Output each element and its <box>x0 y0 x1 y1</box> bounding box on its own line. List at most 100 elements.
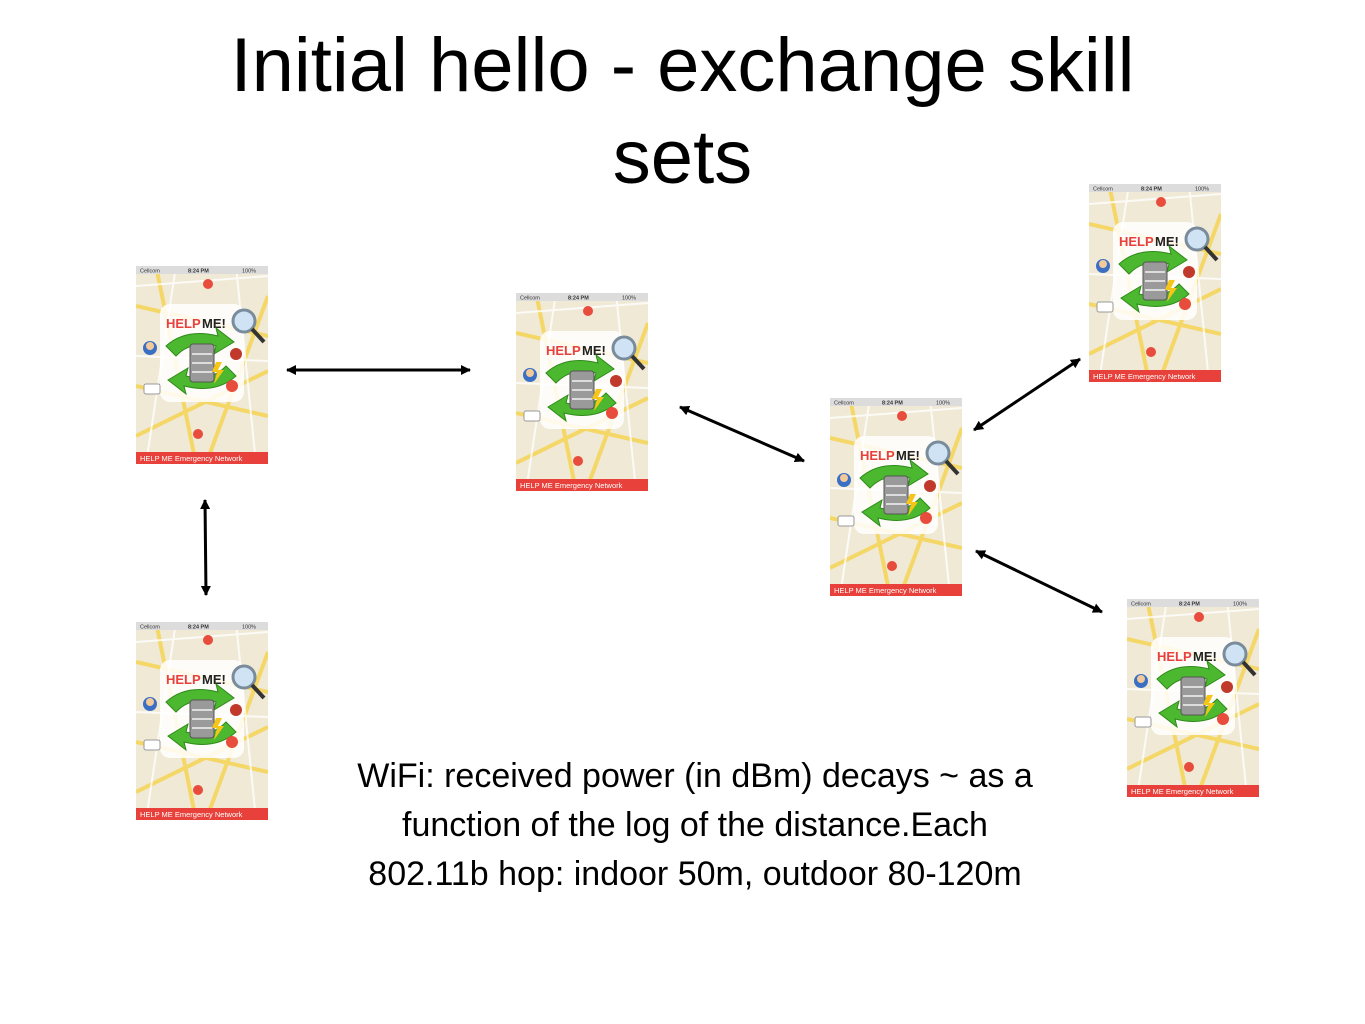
police-icon <box>837 473 851 487</box>
phone-icon <box>1183 266 1195 278</box>
server-icon <box>189 699 224 740</box>
app-screenshot: Cellcom 8:24 PM 100% HELP ME! <box>516 293 648 491</box>
ambulance-icon <box>143 739 161 751</box>
server-icon <box>1142 261 1177 302</box>
siren-icon <box>920 512 932 524</box>
title-line-2: sets <box>612 115 753 200</box>
status-carrier: Cellcom <box>1093 187 1113 193</box>
link-middleright-topright <box>973 357 1081 432</box>
status-battery: 100% <box>242 269 256 275</box>
status-carrier: Cellcom <box>140 625 160 631</box>
alarm-icon <box>203 635 213 645</box>
slide-title: Initial hello - exchange skill sets <box>0 20 1365 204</box>
siren-icon <box>1179 298 1191 310</box>
status-time: 8:24 PM <box>1179 602 1200 608</box>
logo-help: HELP <box>546 343 581 358</box>
logo-help: HELP <box>166 316 201 331</box>
status-battery: 100% <box>1233 602 1247 608</box>
logo-me: ME! <box>1193 649 1217 664</box>
alarm-icon <box>1156 197 1166 207</box>
caption: WiFi: received power (in dBm) decays ~ a… <box>255 752 1135 899</box>
app-screenshot: Cellcom 8:24 PM 100% HELP ME! <box>1127 599 1259 797</box>
status-time: 8:24 PM <box>568 296 589 302</box>
phone-icon <box>230 704 242 716</box>
app-screenshot: Cellcom 8:24 PM 100% HELP ME! <box>830 398 962 596</box>
ambulance-icon <box>1096 301 1114 313</box>
footer-label: HELP ME Emergency Network <box>140 454 243 463</box>
logo-me: ME! <box>1155 234 1179 249</box>
phone-icon <box>230 348 242 360</box>
logo-me: ME! <box>582 343 606 358</box>
server-icon <box>1180 676 1215 717</box>
magnifier-icon <box>611 335 646 371</box>
link-topleft-bottomleft <box>200 499 211 596</box>
node-bottom-left: Cellcom 8:24 PM 100% HELP ME! <box>136 622 268 820</box>
node-middle-right: Cellcom 8:24 PM 100% HELP ME! <box>830 398 962 596</box>
pin-icon <box>887 561 897 571</box>
server-icon <box>883 475 918 516</box>
server-icon <box>189 343 224 384</box>
logo-me: ME! <box>202 316 226 331</box>
link-middleright-bottomright <box>975 549 1103 614</box>
siren-icon <box>226 380 238 392</box>
caption-line-2: function of the log of the distance.Each <box>402 806 988 844</box>
magnifier-icon <box>231 664 266 700</box>
police-icon <box>1096 259 1110 273</box>
logo-me: ME! <box>896 448 920 463</box>
ambulance-icon <box>523 410 541 422</box>
app-screenshot: Cellcom 8:24 PM 100% HELP ME! <box>136 266 268 464</box>
siren-icon <box>1217 713 1229 725</box>
police-icon <box>523 368 537 382</box>
title-line-1: Initial hello - exchange skill <box>230 23 1135 108</box>
siren-icon <box>226 736 238 748</box>
pin-icon <box>573 456 583 466</box>
logo-help: HELP <box>1119 234 1154 249</box>
node-top-left: Cellcom 8:24 PM 100% HELP ME! <box>136 266 268 464</box>
status-time: 8:24 PM <box>188 269 209 275</box>
police-icon <box>1134 674 1148 688</box>
alarm-icon <box>203 279 213 289</box>
phone-icon <box>924 480 936 492</box>
ambulance-icon <box>1134 716 1152 728</box>
siren-icon <box>606 407 618 419</box>
alarm-icon <box>897 411 907 421</box>
footer-label: HELP ME Emergency Network <box>140 810 243 819</box>
alarm-icon <box>583 306 593 316</box>
logo-help: HELP <box>860 448 895 463</box>
footer-label: HELP ME Emergency Network <box>1131 787 1234 796</box>
magnifier-icon <box>1184 226 1219 262</box>
caption-line-1: WiFi: received power (in dBm) decays ~ a… <box>357 757 1033 795</box>
node-bottom-right: Cellcom 8:24 PM 100% HELP ME! <box>1127 599 1259 797</box>
logo-help: HELP <box>1157 649 1192 664</box>
status-time: 8:24 PM <box>1141 187 1162 193</box>
pin-icon <box>193 785 203 795</box>
alarm-icon <box>1194 612 1204 622</box>
phone-icon <box>1221 681 1233 693</box>
server-icon <box>569 370 604 411</box>
link-center-middleright <box>679 405 805 463</box>
status-battery: 100% <box>622 296 636 302</box>
app-screenshot: Cellcom 8:24 PM 100% HELP ME! <box>1089 184 1221 382</box>
status-battery: 100% <box>1195 187 1209 193</box>
status-time: 8:24 PM <box>188 625 209 631</box>
pin-icon <box>1146 347 1156 357</box>
footer-label: HELP ME Emergency Network <box>834 586 937 595</box>
status-carrier: Cellcom <box>1131 602 1151 608</box>
pin-icon <box>193 429 203 439</box>
node-center: Cellcom 8:24 PM 100% HELP ME! <box>516 293 648 491</box>
app-screenshot: Cellcom 8:24 PM 100% HELP ME! <box>136 622 268 820</box>
ambulance-icon <box>143 383 161 395</box>
status-carrier: Cellcom <box>520 296 540 302</box>
status-carrier: Cellcom <box>140 269 160 275</box>
status-time: 8:24 PM <box>882 401 903 407</box>
logo-help: HELP <box>166 672 201 687</box>
logo-me: ME! <box>202 672 226 687</box>
caption-line-3: 802.11b hop: indoor 50m, outdoor 80-120m <box>368 855 1022 893</box>
status-battery: 100% <box>242 625 256 631</box>
magnifier-icon <box>231 308 266 344</box>
phone-icon <box>610 375 622 387</box>
node-top-right: Cellcom 8:24 PM 100% HELP ME! <box>1089 184 1221 382</box>
pin-icon <box>1184 762 1194 772</box>
ambulance-icon <box>837 515 855 527</box>
